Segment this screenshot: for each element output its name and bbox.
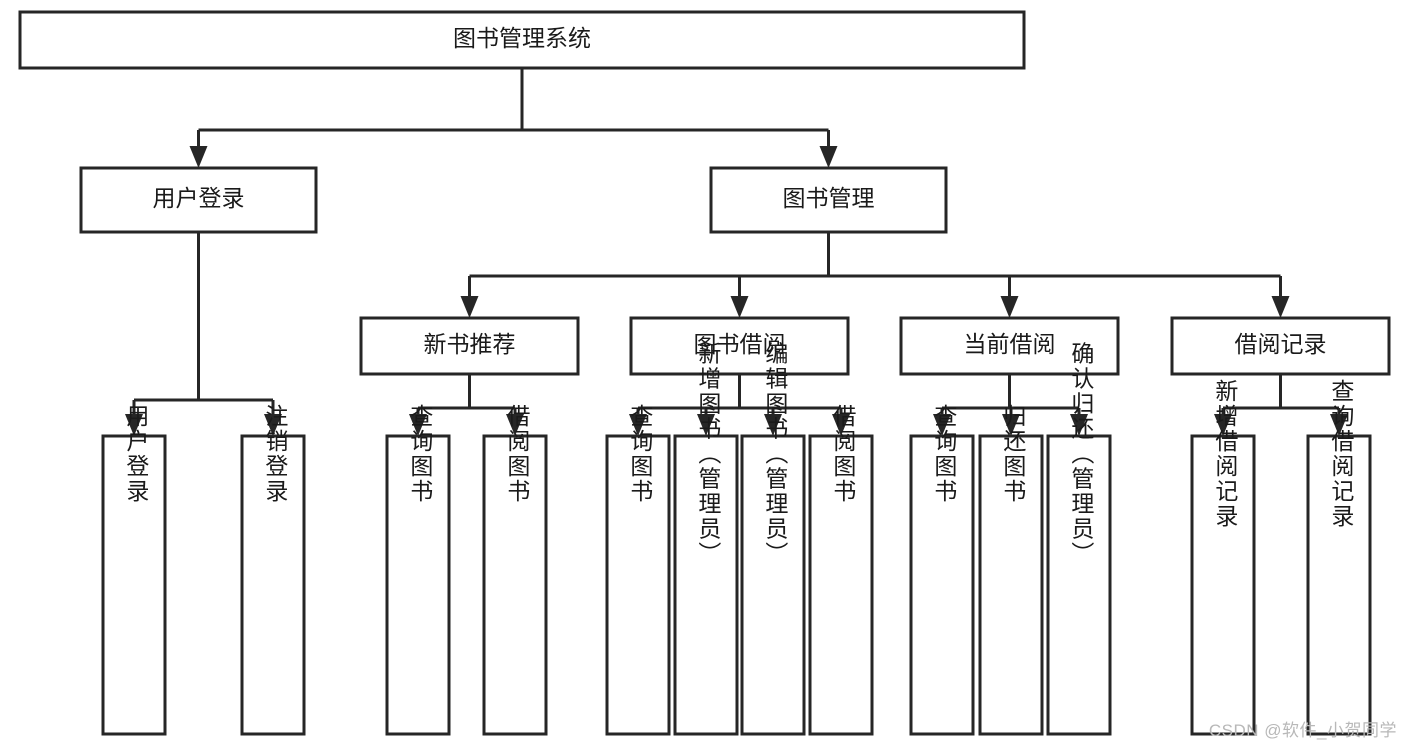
node-leaf-12-label: 查询借阅记录 (1328, 379, 1355, 529)
node-leaf-5-label: 新增图书（管理员） (695, 342, 722, 567)
node-leaf-3-box[interactable] (482, 434, 548, 736)
node-leaf-2[interactable]: 查询图书 (385, 404, 451, 736)
arrow-head-icon (1000, 296, 1019, 318)
arrow-head-icon (409, 414, 427, 436)
node-leaf-12-box[interactable] (1306, 434, 1372, 736)
node-level2-2-label: 当前借阅 (964, 331, 1056, 357)
node-leaf-10-box[interactable] (1046, 434, 1112, 736)
node-leaf-11-box[interactable] (1190, 434, 1256, 736)
arrow-head-icon (764, 414, 782, 436)
node-leaf-6-label: 编辑图书（管理员） (762, 342, 789, 567)
node-leaf-7-label: 借阅图书 (830, 404, 857, 504)
node-level2-2-box[interactable] (899, 316, 1120, 376)
node-level2-1[interactable]: 图书借阅 (629, 316, 850, 376)
node-leaf-1-label: 注销登录 (262, 404, 289, 504)
node-leaf-12[interactable]: 查询借阅记录 (1306, 379, 1372, 736)
node-level2-0-box[interactable] (359, 316, 580, 376)
node-leaf-7[interactable]: 借阅图书 (808, 404, 874, 736)
arrow-head-icon (1002, 414, 1020, 436)
arrow-head-icon (819, 146, 838, 168)
node-level2-0-label: 新书推荐 (424, 331, 516, 357)
arrow-head-icon (1070, 414, 1088, 436)
watermark-label: CSDN @软件_小贺同学 (1208, 721, 1397, 740)
node-leaf-9-label: 归还图书 (1000, 404, 1027, 504)
node-leaf-10-label: 确认归还（管理员） (1068, 342, 1095, 567)
arrow-head-icon (125, 414, 143, 436)
node-layer: 图书管理系统用户登录图书管理新书推荐图书借阅当前借阅借阅记录用户登录注销登录查询… (18, 10, 1391, 736)
node-level1-1-box[interactable] (709, 166, 948, 234)
node-leaf-10[interactable]: 确认归还（管理员） (1046, 342, 1112, 736)
node-leaf-5[interactable]: 新增图书（管理员） (673, 342, 739, 736)
node-leaf-11-label: 新增借阅记录 (1212, 379, 1239, 529)
node-leaf-3[interactable]: 借阅图书 (482, 404, 548, 736)
node-leaf-6-box[interactable] (740, 434, 806, 736)
node-level2-0[interactable]: 新书推荐 (359, 316, 580, 376)
node-level2-2[interactable]: 当前借阅 (899, 316, 1120, 376)
arrow-head-icon (1214, 414, 1232, 436)
node-leaf-4-box[interactable] (605, 434, 671, 736)
arrow-head-icon (629, 414, 647, 436)
node-leaf-1-box[interactable] (240, 434, 306, 736)
node-leaf-8[interactable]: 查询图书 (909, 404, 975, 736)
arrow-head-icon (697, 414, 715, 436)
arrow-head-icon (933, 414, 951, 436)
node-root-box[interactable] (18, 10, 1026, 70)
arrow-head-icon (832, 414, 850, 436)
node-root-label: 图书管理系统 (453, 25, 591, 51)
node-leaf-0-label: 用户登录 (123, 404, 150, 504)
node-leaf-8-label: 查询图书 (931, 404, 958, 504)
node-leaf-2-label: 查询图书 (407, 404, 434, 504)
arrow-head-icon (1271, 296, 1290, 318)
node-leaf-4[interactable]: 查询图书 (605, 404, 671, 736)
node-level1-0-label: 用户登录 (153, 185, 245, 211)
node-level2-1-box[interactable] (629, 316, 850, 376)
node-leaf-7-box[interactable] (808, 434, 874, 736)
node-root[interactable]: 图书管理系统 (18, 10, 1026, 70)
node-level2-3[interactable]: 借阅记录 (1170, 316, 1391, 376)
node-level2-3-box[interactable] (1170, 316, 1391, 376)
arrow-head-icon (730, 296, 749, 318)
arrow-head-icon (264, 414, 282, 436)
arrow-head-icon (460, 296, 479, 318)
node-leaf-8-box[interactable] (909, 434, 975, 736)
node-level2-1-label: 图书借阅 (694, 331, 786, 357)
node-leaf-1[interactable]: 注销登录 (240, 404, 306, 736)
node-leaf-3-label: 借阅图书 (504, 404, 531, 504)
node-level1-1-label: 图书管理 (783, 185, 875, 211)
node-level1-0-box[interactable] (79, 166, 318, 234)
node-leaf-9-box[interactable] (978, 434, 1044, 736)
node-level1-0[interactable]: 用户登录 (79, 166, 318, 234)
node-leaf-11[interactable]: 新增借阅记录 (1190, 379, 1256, 736)
node-leaf-6[interactable]: 编辑图书（管理员） (740, 342, 806, 736)
node-level2-3-label: 借阅记录 (1235, 331, 1327, 357)
node-leaf-9[interactable]: 归还图书 (978, 404, 1044, 736)
edge-layer (125, 68, 1348, 436)
node-leaf-2-box[interactable] (385, 434, 451, 736)
node-leaf-0-box[interactable] (101, 434, 167, 736)
node-level1-1[interactable]: 图书管理 (709, 166, 948, 234)
arrow-head-icon (506, 414, 524, 436)
node-leaf-4-label: 查询图书 (627, 404, 654, 504)
arrow-head-icon (189, 146, 208, 168)
node-leaf-5-box[interactable] (673, 434, 739, 736)
node-leaf-0[interactable]: 用户登录 (101, 404, 167, 736)
arrow-head-icon (1330, 414, 1348, 436)
